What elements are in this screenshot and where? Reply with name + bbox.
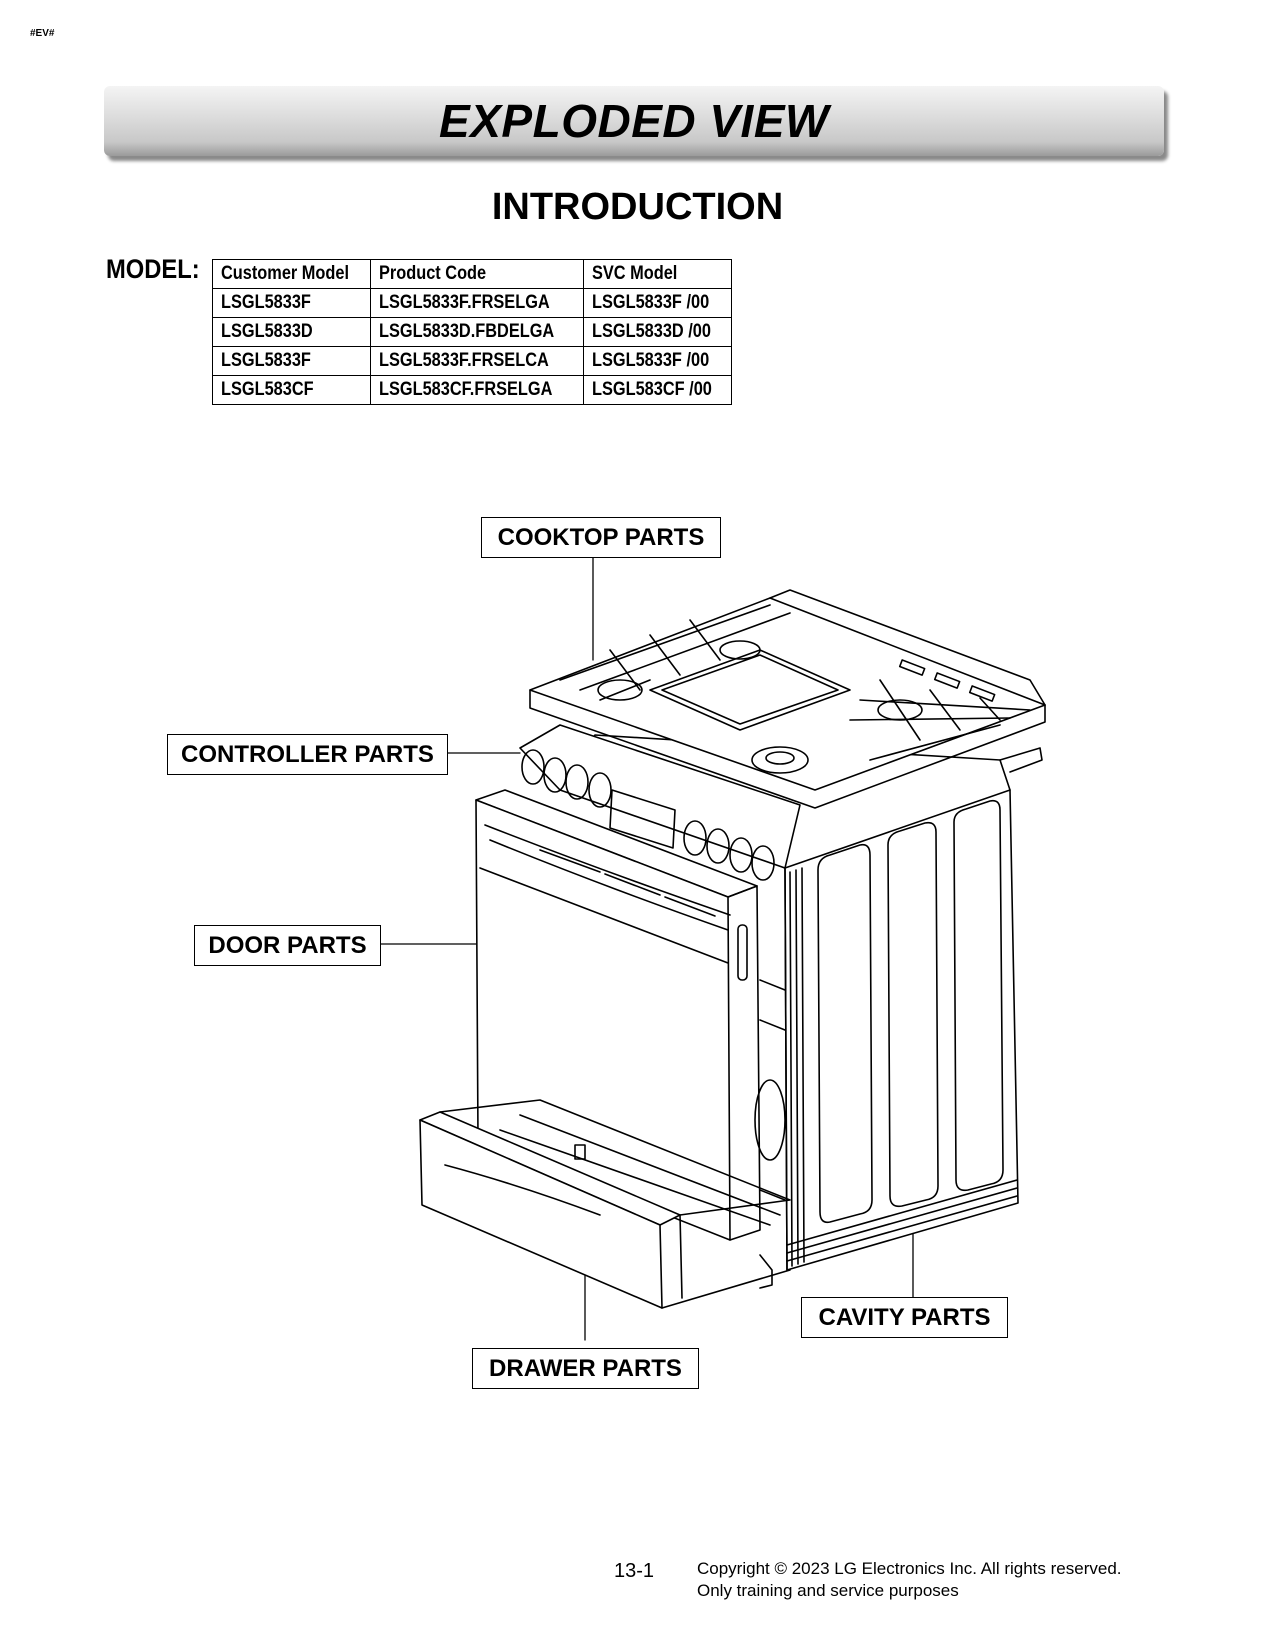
cavity-body bbox=[561, 734, 1043, 1271]
callout-controller-parts: CONTROLLER PARTS bbox=[167, 734, 448, 775]
table-cell: LSGL5833F.FRSELCA bbox=[369, 346, 584, 376]
table-cell: LSGL5833D bbox=[212, 317, 371, 347]
warming-drawer bbox=[419, 1099, 791, 1309]
table-row: LSGL583CF LSGL583CF.FRSELGA LSGL583CF /0… bbox=[212, 375, 733, 405]
footer-copyright: Copyright © 2023 LG Electronics Inc. All… bbox=[697, 1558, 1122, 1602]
model-label: MODEL: bbox=[106, 254, 200, 284]
callout-cooktop-parts: COOKTOP PARTS bbox=[481, 517, 721, 558]
table-cell: LSGL583CF /00 bbox=[582, 375, 733, 405]
table-cell: LSGL5833F /00 bbox=[582, 288, 733, 318]
table-row: LSGL5833F LSGL5833F.FRSELGA LSGL5833F /0… bbox=[212, 288, 733, 318]
copyright-text: Copyright © 2023 LG Electronics Inc. All… bbox=[697, 1559, 1122, 1578]
table-row: LSGL5833F LSGL5833F.FRSELCA LSGL5833F /0… bbox=[212, 346, 733, 376]
callout-drawer-parts: DRAWER PARTS bbox=[472, 1348, 699, 1389]
table-header-row: Customer Model Product Code SVC Model bbox=[212, 259, 733, 289]
usage-note: Only training and service purposes bbox=[697, 1581, 959, 1600]
table-cell: LSGL5833D.FBDELGA bbox=[369, 317, 584, 347]
table-row: LSGL5833D LSGL5833D.FBDELGA LSGL5833D /0… bbox=[212, 317, 733, 347]
document-tag: #EV# bbox=[30, 28, 55, 39]
table-cell: LSGL583CF.FRSELGA bbox=[369, 375, 584, 405]
banner-title: EXPLODED VIEW bbox=[439, 95, 829, 147]
section-title: INTRODUCTION bbox=[491, 186, 784, 228]
table-cell: LSGL5833F /00 bbox=[582, 346, 733, 376]
table-cell: LSGL5833F.FRSELGA bbox=[369, 288, 584, 318]
page-number: 13-1 bbox=[614, 1560, 655, 1582]
table-cell: LSGL583CF bbox=[212, 375, 371, 405]
header-banner: EXPLODED VIEW bbox=[104, 86, 1164, 156]
oven-interior bbox=[754, 979, 786, 1201]
cooktop-assembly bbox=[529, 589, 1046, 809]
header-svc-model: SVC Model bbox=[582, 259, 733, 289]
model-table: Customer Model Product Code SVC Model LS… bbox=[212, 259, 733, 405]
callout-cavity-parts: CAVITY PARTS bbox=[801, 1297, 1008, 1338]
header-customer-model: Customer Model bbox=[212, 259, 371, 289]
oven-door bbox=[475, 789, 761, 1241]
table-cell: LSGL5833F bbox=[212, 346, 371, 376]
table-cell: LSGL5833F bbox=[212, 288, 371, 318]
controller-panel bbox=[519, 724, 801, 881]
callout-door-parts: DOOR PARTS bbox=[194, 925, 381, 966]
header-product-code: Product Code bbox=[369, 259, 584, 289]
